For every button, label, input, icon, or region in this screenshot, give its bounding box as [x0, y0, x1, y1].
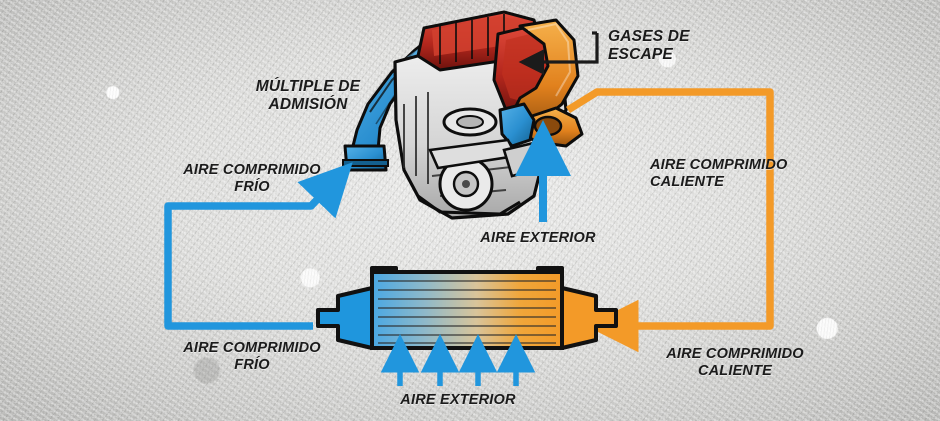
label-aire-exterior-engine: AIRE EXTERIOR	[480, 230, 596, 246]
label-gases-de-escape: GASES DE ESCAPE	[608, 28, 690, 64]
cold-air-flow-path	[164, 162, 353, 330]
outside-air-arrows-intercooler	[380, 334, 536, 386]
hot-air-flow-path	[566, 88, 774, 353]
label-aire-exterior-intercooler: AIRE EXTERIOR	[400, 392, 516, 408]
label-aire-comprimido-caliente-top: AIRE COMPRIMIDO CALIENTE	[650, 157, 788, 191]
label-multiple-de-admision: MÚLTIPLE DE ADMISIÓN	[255, 78, 361, 114]
label-aire-comprimido-caliente-bottom: AIRE COMPRIMIDO CALIENTE	[666, 346, 804, 380]
exhaust-gases-arrow	[518, 31, 599, 75]
label-aire-comprimido-frio-bottom: AIRE COMPRIMIDO FRÍO	[183, 340, 321, 374]
intercooler-illustration	[316, 266, 618, 350]
label-aire-comprimido-frio-top: AIRE COMPRIMIDO FRÍO	[183, 162, 321, 196]
